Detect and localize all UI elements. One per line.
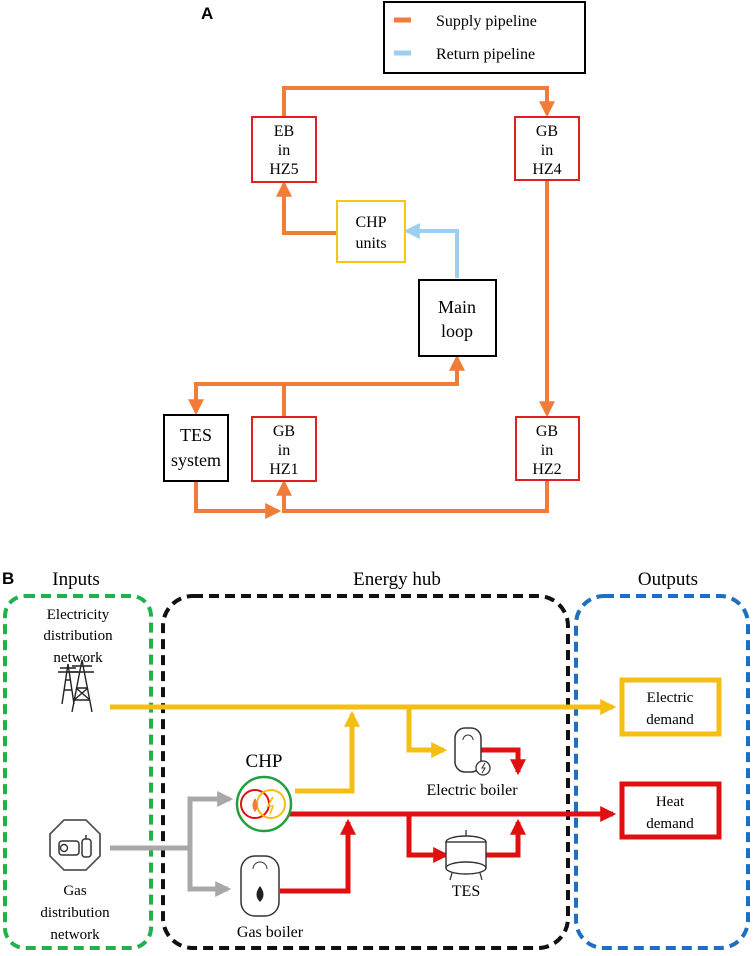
legend-supply-label: Supply pipeline	[436, 13, 537, 30]
gas-boiler-label: Gas boiler	[237, 924, 304, 941]
svg-text:TES: TES	[180, 425, 212, 445]
supply-pipelines	[188, 86, 555, 519]
pipeline-legend: Supply pipeline Return pipeline	[383, 1, 586, 74]
svg-text:Electricity: Electricity	[47, 607, 110, 623]
svg-text:GB: GB	[536, 423, 558, 440]
heat-to-tes-line	[406, 814, 450, 864]
svg-text:distribution: distribution	[40, 905, 110, 921]
panel-a-letter: A	[201, 4, 213, 23]
legend-return-label: Return pipeline	[436, 46, 535, 63]
heat-demand-box: Heat demand	[619, 781, 722, 840]
panel-b-letter: B	[2, 569, 14, 588]
svg-text:system: system	[171, 450, 221, 470]
svg-text:in: in	[541, 142, 553, 159]
gas-network-label: Gas distribution network	[40, 883, 110, 943]
panel-b: B Inputs Energy hub Outputs Electricity …	[2, 569, 750, 950]
chp-unit-icon: CHP	[235, 751, 293, 833]
node-chp-units: CHP units	[336, 200, 406, 263]
pipe-to-tes	[188, 382, 284, 416]
svg-text:EB: EB	[274, 123, 294, 140]
svg-text:Electric: Electric	[647, 690, 694, 706]
node-main-loop: Main loop	[418, 279, 497, 357]
panel-a: A Supply pipeline Return pipeline EB in	[163, 1, 586, 519]
svg-text:HZ5: HZ5	[269, 161, 298, 178]
electric-boiler-label: Electric boiler	[426, 782, 518, 799]
section-inputs-title: Inputs	[52, 569, 100, 590]
svg-text:distribution: distribution	[43, 628, 113, 644]
tes-label: TES	[452, 883, 480, 900]
gas-to-chp-line	[187, 790, 234, 828]
gas-station-icon	[49, 819, 101, 871]
pipe-eb-to-gb4	[282, 86, 555, 118]
node-eb-hz5: EB in HZ5	[251, 116, 317, 183]
svg-text:GB: GB	[273, 423, 295, 440]
node-gb-hz2: GB in HZ2	[515, 416, 580, 481]
pipe-tes-to-junction	[194, 482, 282, 519]
transmission-tower-icon	[58, 659, 94, 713]
pipe-gb2-to-gb1	[276, 479, 549, 513]
outputs-section-box	[574, 594, 750, 950]
gas-to-boiler-line	[187, 848, 232, 898]
chp-label: CHP	[246, 751, 283, 772]
heat-tes-out-line	[486, 818, 527, 858]
electric-demand-box: Electric demand	[619, 677, 722, 737]
svg-text:HZ2: HZ2	[532, 461, 561, 478]
pipe-gb1-to-main-loop	[282, 354, 465, 416]
svg-text:Gas: Gas	[63, 883, 86, 899]
electric-boiler-icon: Electric boiler	[426, 727, 518, 799]
section-hub-title: Energy hub	[353, 569, 441, 590]
svg-text:in: in	[541, 442, 553, 459]
tes-tank-icon: TES	[445, 830, 487, 900]
inputs-section-box	[3, 594, 153, 950]
svg-text:demand: demand	[646, 712, 694, 728]
svg-text:HZ1: HZ1	[269, 461, 298, 478]
flow-lines	[110, 698, 617, 898]
svg-text:CHP: CHP	[355, 214, 386, 231]
legend-box	[383, 1, 586, 74]
elec-to-boiler-line	[406, 707, 448, 759]
svg-text:units: units	[355, 235, 386, 252]
svg-text:in: in	[278, 442, 290, 459]
svg-text:GB: GB	[536, 123, 558, 140]
svg-text:Heat: Heat	[656, 794, 685, 810]
pipe-chp-to-eb	[276, 180, 336, 235]
svg-text:in: in	[278, 142, 290, 159]
electricity-network-label: Electricity distribution network	[43, 607, 113, 666]
node-gb-hz4: GB in HZ4	[514, 116, 580, 181]
svg-text:loop: loop	[441, 321, 473, 341]
svg-text:Main: Main	[438, 297, 476, 317]
heat-gasboiler-line	[280, 818, 357, 894]
svg-text:HZ4: HZ4	[532, 161, 561, 178]
pipe-main-loop-to-chp	[403, 223, 459, 278]
svg-text:network: network	[50, 927, 100, 943]
section-outputs-title: Outputs	[638, 569, 698, 590]
heat-eboiler-line	[481, 747, 527, 776]
hub-section-box	[161, 594, 570, 950]
gas-boiler-icon: Gas boiler	[237, 855, 304, 941]
node-tes-system: TES system	[163, 414, 229, 482]
elec-chp-line	[295, 710, 361, 794]
node-gb-hz1: GB in HZ1	[251, 416, 317, 482]
svg-text:network: network	[53, 650, 103, 666]
svg-text:demand: demand	[646, 816, 694, 832]
